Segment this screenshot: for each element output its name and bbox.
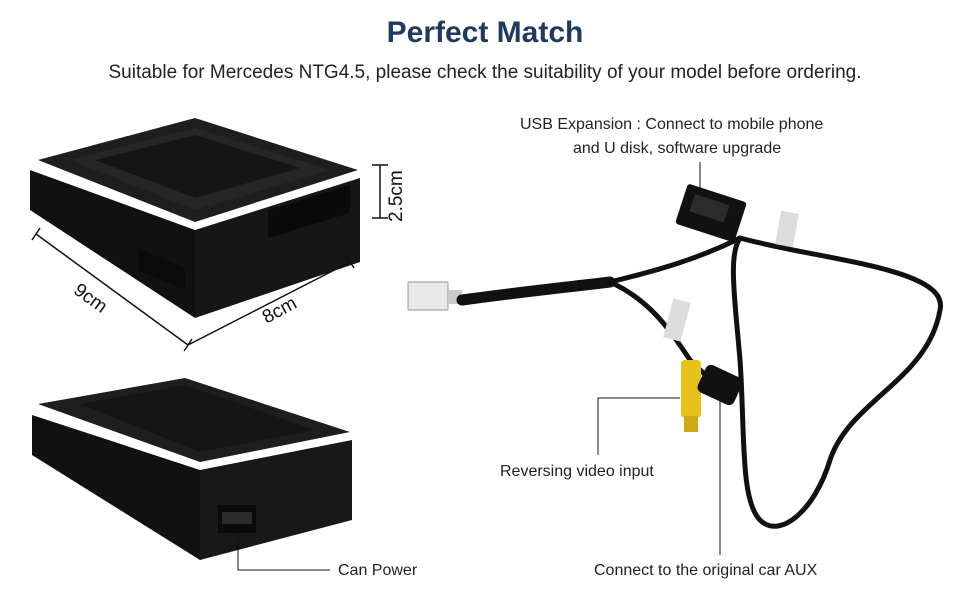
- dimension-depth-marker: [187, 255, 355, 346]
- dimension-height-marker: [372, 164, 388, 219]
- page-subtitle: Suitable for Mercedes NTG4.5, please che…: [108, 62, 862, 83]
- device-top-view: [30, 118, 360, 318]
- cable-tag-usb: [775, 210, 799, 248]
- device-bottom-view: [32, 378, 352, 560]
- usb-callout-line2: and U disk, software upgrade: [573, 140, 782, 157]
- usb-callout-line1: USB Expansion : Connect to mobile phone: [520, 116, 824, 133]
- aux-connector: [697, 364, 743, 406]
- page-title: Perfect Match: [386, 16, 584, 49]
- can-power-leader: [237, 530, 330, 571]
- can-power-callout: Can Power: [338, 562, 418, 579]
- reversing-leader: [597, 397, 680, 455]
- usb-connector: [675, 184, 747, 242]
- cable-harness: [407, 235, 943, 529]
- reversing-callout: Reversing video input: [500, 463, 654, 480]
- rca-video-connector: [681, 360, 701, 432]
- aux-callout: Connect to the original car AUX: [594, 562, 818, 579]
- dimension-height-label: 2.5cm: [386, 170, 407, 222]
- cable-tag-trunk: [663, 298, 691, 342]
